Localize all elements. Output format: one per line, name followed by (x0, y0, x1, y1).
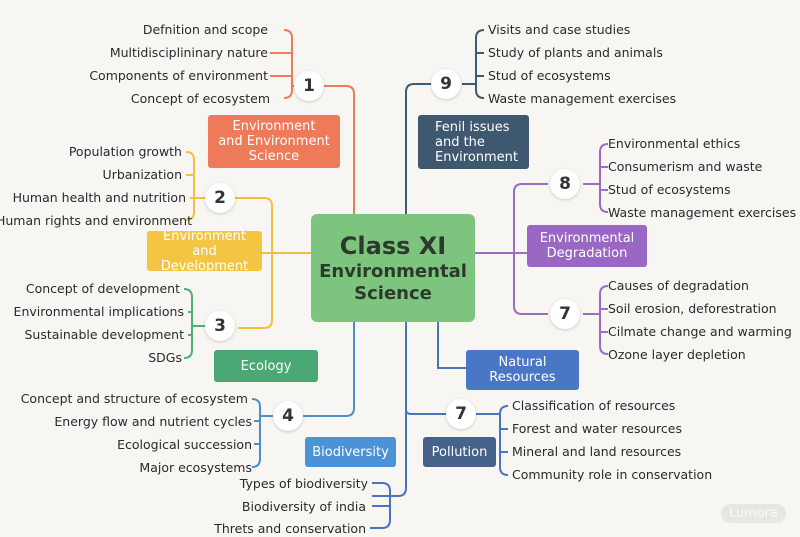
unit-9-item: Visits and case studies (488, 22, 631, 37)
unit-9-label-line: Fenil issues (435, 119, 510, 135)
unit-8-item: Waste management exercises (608, 205, 797, 220)
unit-9-label-box: Fenil issues and the Environment (418, 115, 529, 169)
unit-7a-item: Cilmate change and warming (608, 324, 792, 339)
unit-3-label-line: Ecology (240, 358, 292, 374)
unit-9-number-badge: 9 (431, 69, 461, 99)
unit-2-item: Urbanization (102, 167, 182, 182)
unit-7a-item: Ozone layer depletion (608, 347, 746, 362)
natural-resources-label-line: Natural (498, 355, 547, 370)
central-topic-subtitle-1: Environmental (319, 261, 467, 282)
unit-4-item: Threts and conservation (214, 521, 366, 536)
unit-1-item: Components of environment (89, 68, 268, 83)
unit-9-label-line: Environment (435, 149, 519, 165)
unit-8-label-box: Environmental Degradation (527, 225, 647, 267)
natural-resources-label-line: Resources (489, 370, 556, 385)
unit-7b-item: Community role in conservation (512, 467, 713, 482)
unit-7b-item: Mineral and land resources (512, 444, 682, 459)
unit-3-item: SDGs (148, 350, 182, 365)
unit-1-number-badge: 1 (294, 71, 324, 101)
unit-2-number-badge: 2 (205, 183, 235, 213)
unit-9-item: Study of plants and animals (488, 45, 663, 60)
unit-4-item: Biodiversity of india (241, 499, 366, 514)
unit-7b-number-badge: 7 (446, 399, 476, 429)
unit-3-item: Environmental implications (13, 304, 184, 319)
unit-4-item: Concept and structure of ecosystem (20, 391, 248, 406)
unit-7b-item: Forest and water resources (512, 421, 682, 436)
pollution-label-line: Pollution (431, 444, 488, 460)
unit-4-item: Types of biodiversity (239, 476, 368, 491)
watermark: Lumora (720, 504, 786, 523)
natural-resources-label-box: Natural Resources (466, 350, 579, 390)
unit-8-label-line: Degradation (546, 246, 628, 261)
unit-1-label-line: Science (248, 149, 300, 164)
unit-2-label-box: Environment and Development (147, 228, 262, 274)
unit-8-item: Environmental ethics (608, 136, 741, 151)
unit-8-label-line: Environmental (539, 231, 635, 246)
unit-4-number-badge: 4 (273, 401, 303, 431)
unit-8-number-badge: 8 (550, 169, 580, 199)
unit-1-label-line: and Environment (218, 134, 330, 149)
unit-9-item: Stud of ecosystems (488, 68, 611, 83)
unit-3-item: Sustainable development (24, 327, 184, 342)
unit-3-number-badge: 3 (205, 311, 235, 341)
unit-2-item: Population growth (68, 144, 182, 159)
unit-9-item: Waste management exercises (488, 91, 677, 106)
unit-7b-item: Classification of resources (512, 398, 676, 413)
unit-4-item: Energy flow and nutrient cycles (54, 414, 252, 429)
unit-4-item: Major ecosystems (139, 460, 252, 475)
unit-2-label-line: Environment (162, 228, 246, 244)
unit-8-item: Consumerism and waste (608, 159, 763, 174)
unit-2-item: Human rights and environment (0, 213, 192, 228)
unit-9-label-line: and the (435, 134, 485, 150)
unit-1-item: Defnition and scope (142, 22, 268, 37)
central-topic-title: Class XI (339, 232, 447, 260)
unit-7a-item: Causes of degradation (608, 278, 749, 293)
unit-1-item: Multidisciplininary nature (109, 45, 268, 60)
unit-4-label-line: Biodiversity (312, 444, 389, 460)
unit-7a-item: Soil erosion, deforestration (608, 301, 777, 316)
unit-2-item: Human health and nutrition (12, 190, 186, 205)
unit-1-label-box: Environment and Environment Science (208, 115, 340, 168)
unit-2-label-line: and Development (160, 243, 249, 274)
unit-1-item: Concept of ecosystem (130, 91, 270, 106)
central-topic-subtitle-2: Science (354, 283, 432, 304)
unit-4-item: Ecological succession (117, 437, 252, 452)
unit-7a-number-badge: 7 (550, 299, 580, 329)
unit-8-item: Stud of ecosystems (608, 182, 731, 197)
unit-3-item: Concept of development (25, 281, 180, 296)
central-topic: Class XI Environmental Science (311, 214, 475, 322)
pollution-label-box: Pollution (423, 437, 496, 467)
unit-3-label-box: Ecology (214, 350, 318, 382)
unit-1-label-line: Environment (232, 119, 316, 134)
unit-4-label-box: Biodiversity (305, 437, 396, 467)
